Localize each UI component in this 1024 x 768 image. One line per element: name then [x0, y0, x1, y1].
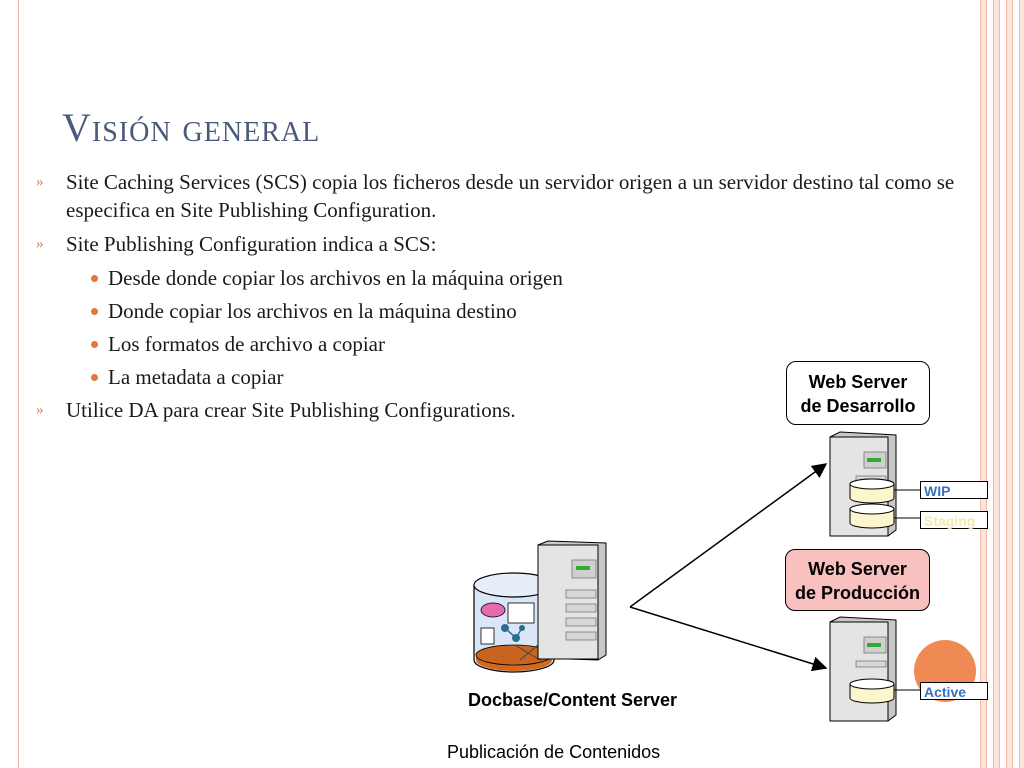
bullet-dot-icon	[91, 374, 98, 381]
sub-bullet-text: Donde copiar los archivos en la máquina …	[108, 299, 517, 323]
bullet-marker: »	[36, 402, 44, 418]
active-tag: Active	[920, 682, 988, 700]
prod-server-label: Web Server de Producción	[785, 549, 930, 611]
bullet-text: Utilice DA para crear Site Publishing Co…	[66, 398, 516, 422]
prod-server-tower-icon	[829, 616, 920, 722]
bullet-item: » Site Publishing Configuration indica a…	[36, 230, 976, 258]
dev-server-tower-icon	[829, 431, 920, 537]
sub-bullet-text: Desde donde copiar los archivos en la má…	[108, 266, 563, 290]
bullet-text: Site Publishing Configuration indica a S…	[66, 232, 437, 256]
prod-server-label-line2: de Producción	[794, 583, 920, 603]
bullet-dot-icon	[91, 308, 98, 315]
staging-tag: Staging	[920, 511, 988, 529]
bullet-marker: »	[36, 236, 44, 252]
slide-footer: Publicación de Contenidos	[447, 742, 661, 762]
bullet-dot-icon	[91, 275, 98, 282]
slide-title: Visión general	[62, 105, 321, 150]
sub-bullet-item: Desde donde copiar los archivos en la má…	[36, 264, 976, 292]
bullet-item: » Utilice DA para crear Site Publishing …	[36, 396, 976, 424]
bullet-list: » Site Caching Services (SCS) copia los …	[36, 168, 976, 430]
sub-bullet-item: Los formatos de archivo a copiar	[36, 330, 976, 358]
dev-server-label-line2: de Desarrollo	[800, 396, 916, 416]
bullet-dot-icon	[91, 341, 98, 348]
arrow-to-prod-server	[629, 606, 828, 672]
left-border-line	[18, 0, 19, 768]
dev-server-label-line1: Web Server	[808, 372, 908, 392]
sub-bullet-text: La metadata a copiar	[108, 365, 284, 389]
sub-bullet-text: Los formatos de archivo a copiar	[108, 332, 385, 356]
right-border-stripes	[974, 0, 1024, 768]
bullet-text: Site Caching Services (SCS) copia los fi…	[66, 170, 955, 222]
prod-server-label-line1: Web Server	[808, 559, 907, 579]
bullet-marker: »	[36, 174, 44, 190]
content-server-tower-icon	[537, 540, 607, 661]
docbase-database-icon	[473, 572, 555, 673]
wip-tag: WIP	[920, 481, 988, 499]
sub-bullet-item: Donde copiar los archivos en la máquina …	[36, 297, 976, 325]
sub-bullet-item: La metadata a copiar	[36, 363, 976, 391]
dev-server-label: Web Server de Desarrollo	[786, 361, 930, 425]
bullet-item: » Site Caching Services (SCS) copia los …	[36, 168, 976, 224]
docbase-label: Docbase/Content Server	[468, 690, 678, 710]
